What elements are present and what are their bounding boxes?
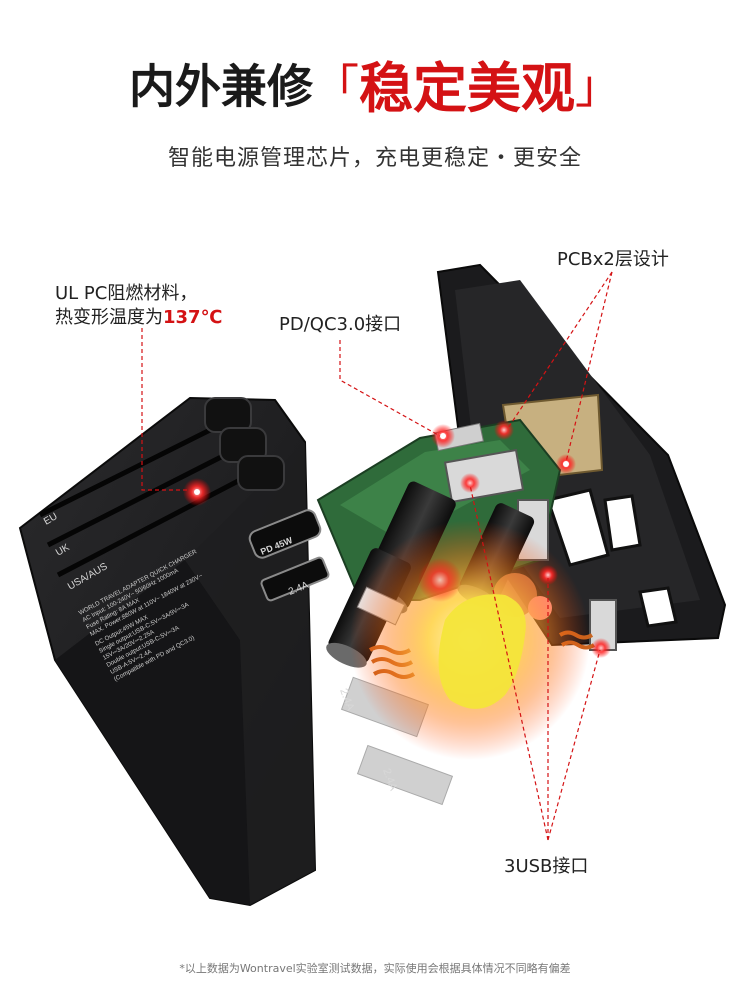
callout-pd-port: PD/QC3.0接口: [279, 314, 402, 335]
subtitle: 智能电源管理芯片，充电更稳定・更安全: [167, 146, 582, 171]
callout-material-line1: UL PC阻燃材料，: [55, 283, 198, 304]
transformer-glow: [350, 520, 590, 760]
headline-open-bracket: 「: [313, 59, 359, 114]
callout-material: UL PC阻燃材料， 热变形温度为137℃: [55, 282, 222, 330]
headline-black-text: 内外兼修: [129, 59, 313, 114]
callout-temperature-value: 137℃: [163, 307, 223, 328]
leader-lines: [141, 271, 613, 841]
highlight-dots: [183, 420, 611, 658]
headline: 内外兼修「稳定美观」: [0, 44, 750, 123]
spec-text-block: WORLD TRAVEL ADAPTER QUICK CHARGER AC In…: [78, 548, 205, 683]
headline-red-text: 稳定美观: [359, 57, 575, 120]
adapter-body: [18, 396, 454, 907]
callout-pcb: PCBx2层设计: [557, 249, 669, 270]
footnote: *以上数据为Wontravel实验室测试数据，实际使用会根据具体情况不同略有偏差: [179, 962, 571, 975]
callout-usb: 3USB接口: [504, 856, 589, 877]
callout-material-line2: 热变形温度为: [55, 307, 163, 328]
headline-close-bracket: 」: [575, 59, 621, 114]
